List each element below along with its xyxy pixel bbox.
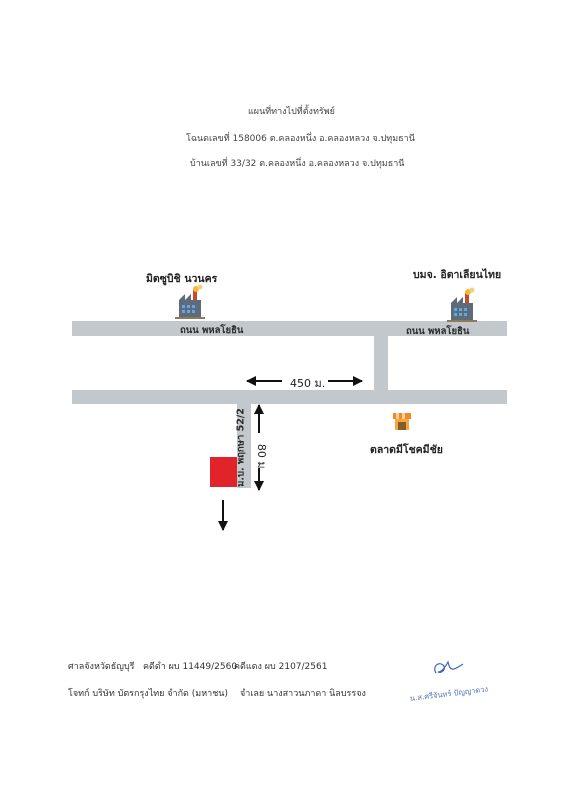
landmark-label-market: ตลาดมีโชคมีชัย bbox=[370, 444, 443, 456]
court-name: ศาลจังหวัดธัญบุรี bbox=[68, 662, 135, 672]
address-line: บ้านเลขที่ 33/32 ต.คลองหนึ่ง อ.คลองหลวง … bbox=[190, 159, 405, 169]
map-title: แผนที่ทางไปที่ตั้งทรัพย์ bbox=[248, 107, 335, 117]
black-case-number: คดีดำ ผบ 11449/2560 bbox=[143, 662, 238, 672]
landmark-label-italian-thai: บมจ. อิตาเลียนไทย bbox=[413, 269, 502, 281]
market-stall-icon bbox=[393, 413, 411, 430]
plaintiff: โจทก์ บริษัท บัตรกรุงไทย จำกัด (มหาชน) bbox=[68, 689, 228, 699]
connector-road bbox=[374, 336, 388, 390]
landmark-label-mitsubishi: มิตซูบิชิ นวนคร bbox=[146, 273, 218, 285]
deed-line: โฉนดเลขที่ 158006 ต.คลองหนึ่ง อ.คลองหลวง… bbox=[186, 134, 415, 144]
soi-road bbox=[237, 404, 251, 488]
road-label-left: ถนน พหลโยธิน bbox=[180, 325, 244, 336]
main-road-upper bbox=[72, 321, 507, 336]
road-label-right: ถนน พหลโยธิน bbox=[406, 326, 470, 337]
factory-icon bbox=[447, 287, 477, 322]
property-marker bbox=[210, 457, 237, 487]
main-road-lower bbox=[72, 390, 507, 404]
red-case-number: คดีแดง ผบ 2107/2561 bbox=[234, 662, 328, 672]
distance-label-horizontal: 450 ม. bbox=[290, 377, 326, 390]
factory-icon bbox=[175, 284, 205, 319]
defendant: จำเลย นางสาวนภาดา นิลบรรจง bbox=[240, 689, 366, 699]
